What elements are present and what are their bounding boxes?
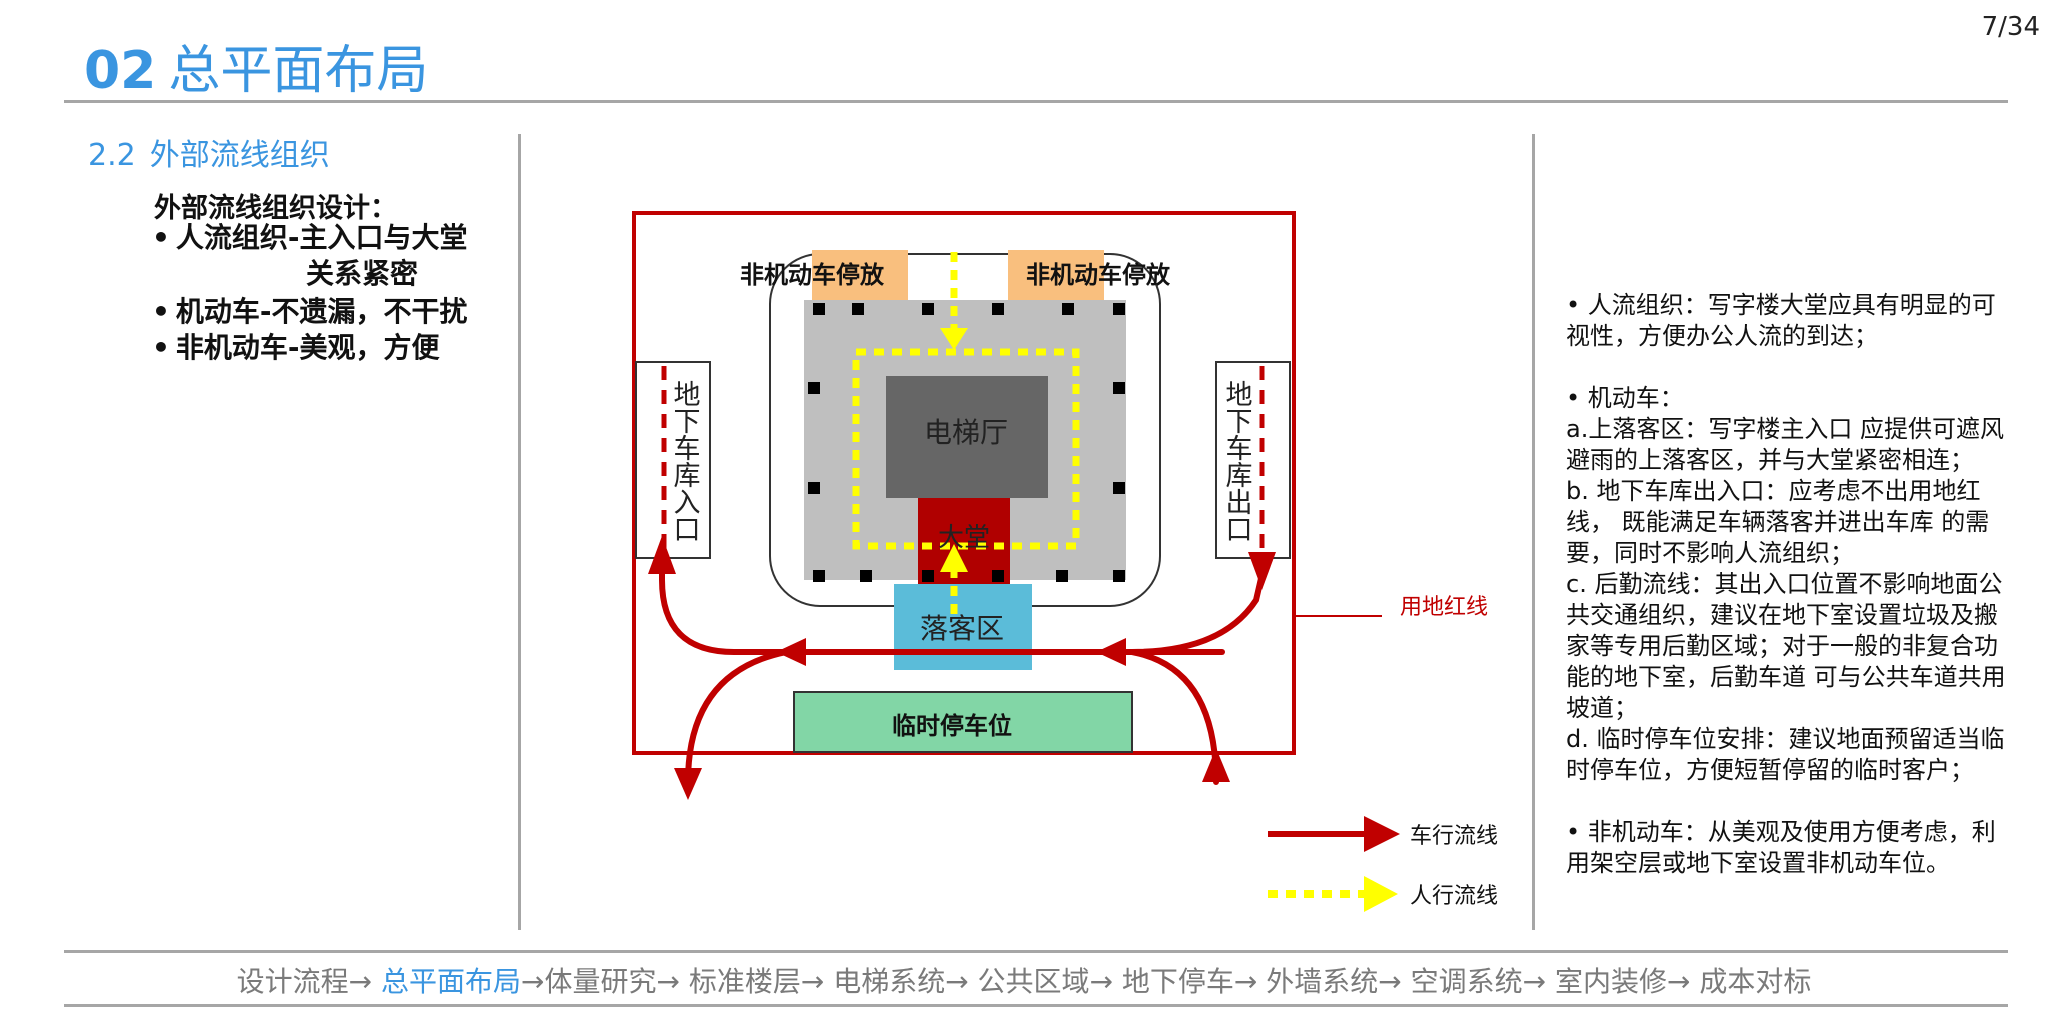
bullet-dot: • — [152, 221, 170, 254]
lobby-label: 大堂 — [938, 523, 990, 553]
vehicle-arrow-garage-in — [648, 536, 676, 574]
bike-parking-right-label: 非机动车停放 — [1026, 261, 1171, 289]
bullet-text: 非机动车-美观，方便 — [175, 331, 440, 364]
note-temp-parking: d. 临时停车位安排：建议地面预留适当临时停车位，方便短暂停留的临时客户； — [1566, 725, 2005, 784]
note-garage: b. 地下车库出入口：应考虑不出用地红线， 既能满足车辆落客并进出车库 的需要，… — [1566, 477, 1990, 567]
note-spacer — [1566, 352, 2006, 383]
dropoff-label: 落客区 — [920, 612, 1004, 645]
legend-vehicle-arrowhead — [1364, 816, 1400, 852]
bike-parking-left-area — [812, 250, 908, 300]
pedestrian-arrow-down — [940, 328, 968, 350]
structural-columns — [808, 303, 1125, 582]
bullet-dot: • — [152, 295, 170, 328]
right-notes: • 人流组织：写字楼大堂应具有明显的可视性，方便办公人流的到达； • 机动车： … — [1566, 290, 2006, 879]
note-service: c. 后勤流线：其出入口位置不影响地面公共交通组织，建议在地下室设置垃圾及搬家等… — [1566, 570, 2006, 722]
garage-exit-label: 地下车库出口 — [1221, 380, 1253, 542]
nav-before[interactable]: 设计流程→ — [236, 965, 381, 998]
note-dropoff: a.上落客区：写字楼主入口 应提供可遮风避雨的上落客区，并与大堂紧密相连； — [1566, 415, 2004, 474]
chapter-title: 总平面布局 — [168, 41, 429, 101]
garage-entrance-label: 地下车库入口 — [669, 380, 701, 542]
dropoff-area — [894, 584, 1032, 670]
chapter-number: 02 — [84, 41, 157, 101]
bike-parking-left-label: 非机动车停放 — [740, 261, 885, 289]
legend-pedestrian-label: 人行流线 — [1410, 884, 1498, 909]
note-bicycle: • 非机动车：从美观及使用方便考虑，利用架空层或地下室设置非机动车位。 — [1566, 818, 1996, 877]
section-name: 外部流线组织 — [149, 138, 330, 173]
bullet-text: 人流组织-主入口与大堂 — [175, 221, 468, 254]
left-column-divider — [518, 134, 521, 930]
bullet-text: 机动车-不遗漏，不干扰 — [175, 295, 468, 328]
footer-top-divider — [64, 950, 2008, 953]
footer-navigation: 设计流程→ 总平面布局→体量研究→ 标准楼层→ 电梯系统→ 公共区域→ 地下停车… — [0, 960, 2048, 1000]
pedestrian-arrow-up — [940, 544, 968, 572]
bullet-vehicle: •机动车-不遗漏，不干扰 — [152, 294, 468, 330]
elevator-hall-area — [886, 376, 1048, 498]
bullet-bicycle: •非机动车-美观，方便 — [152, 330, 440, 366]
note-spacer — [1566, 786, 2006, 817]
header-divider — [64, 100, 2008, 103]
footer-bottom-divider — [64, 1004, 2008, 1007]
nav-active-item[interactable]: 总平面布局 — [381, 965, 522, 998]
vehicle-arrow-enter-up — [1202, 748, 1230, 782]
vehicle-arrow-exit-down — [674, 768, 702, 800]
bullet-dot: • — [152, 331, 170, 364]
bullet-pedestrian-continuation: 关系紧密 — [306, 257, 419, 290]
legend-vehicle-label: 车行流线 — [1410, 824, 1498, 849]
bullet-pedestrian: •人流组织-主入口与大堂 — [152, 220, 468, 256]
vehicle-arrow-garage-out — [1248, 552, 1276, 590]
page-number: 7/34 — [1981, 12, 2040, 42]
garage-entrance-box — [635, 361, 711, 559]
vehicle-arrow-mid — [1096, 638, 1126, 666]
elevator-hall-label: 电梯厅 — [924, 416, 1008, 449]
design-heading: 外部流线组织设计： — [154, 193, 397, 224]
red-line-label: 用地红线 — [1400, 595, 1488, 620]
section-number: 2.2 — [88, 138, 136, 173]
temp-parking-label: 临时停车位 — [892, 712, 1012, 740]
section-title: 2.2 外部流线组织 — [88, 130, 330, 174]
garage-exit-box — [1215, 361, 1291, 559]
nav-after[interactable]: →体量研究→ 标准楼层→ 电梯系统→ 公共区域→ 地下停车→ 外墙系统→ 空调系… — [521, 965, 1812, 998]
legend-pedestrian-arrowhead — [1364, 876, 1398, 912]
temp-parking-area — [793, 691, 1133, 753]
bike-parking-right-area — [1008, 250, 1104, 300]
note-vehicle-heading: • 机动车： — [1566, 384, 1684, 412]
note-pedestrian: • 人流组织：写字楼大堂应具有明显的可视性，方便办公人流的到达； — [1566, 291, 1996, 350]
right-column-divider — [1532, 134, 1535, 930]
vehicle-arrow-left — [776, 638, 806, 666]
